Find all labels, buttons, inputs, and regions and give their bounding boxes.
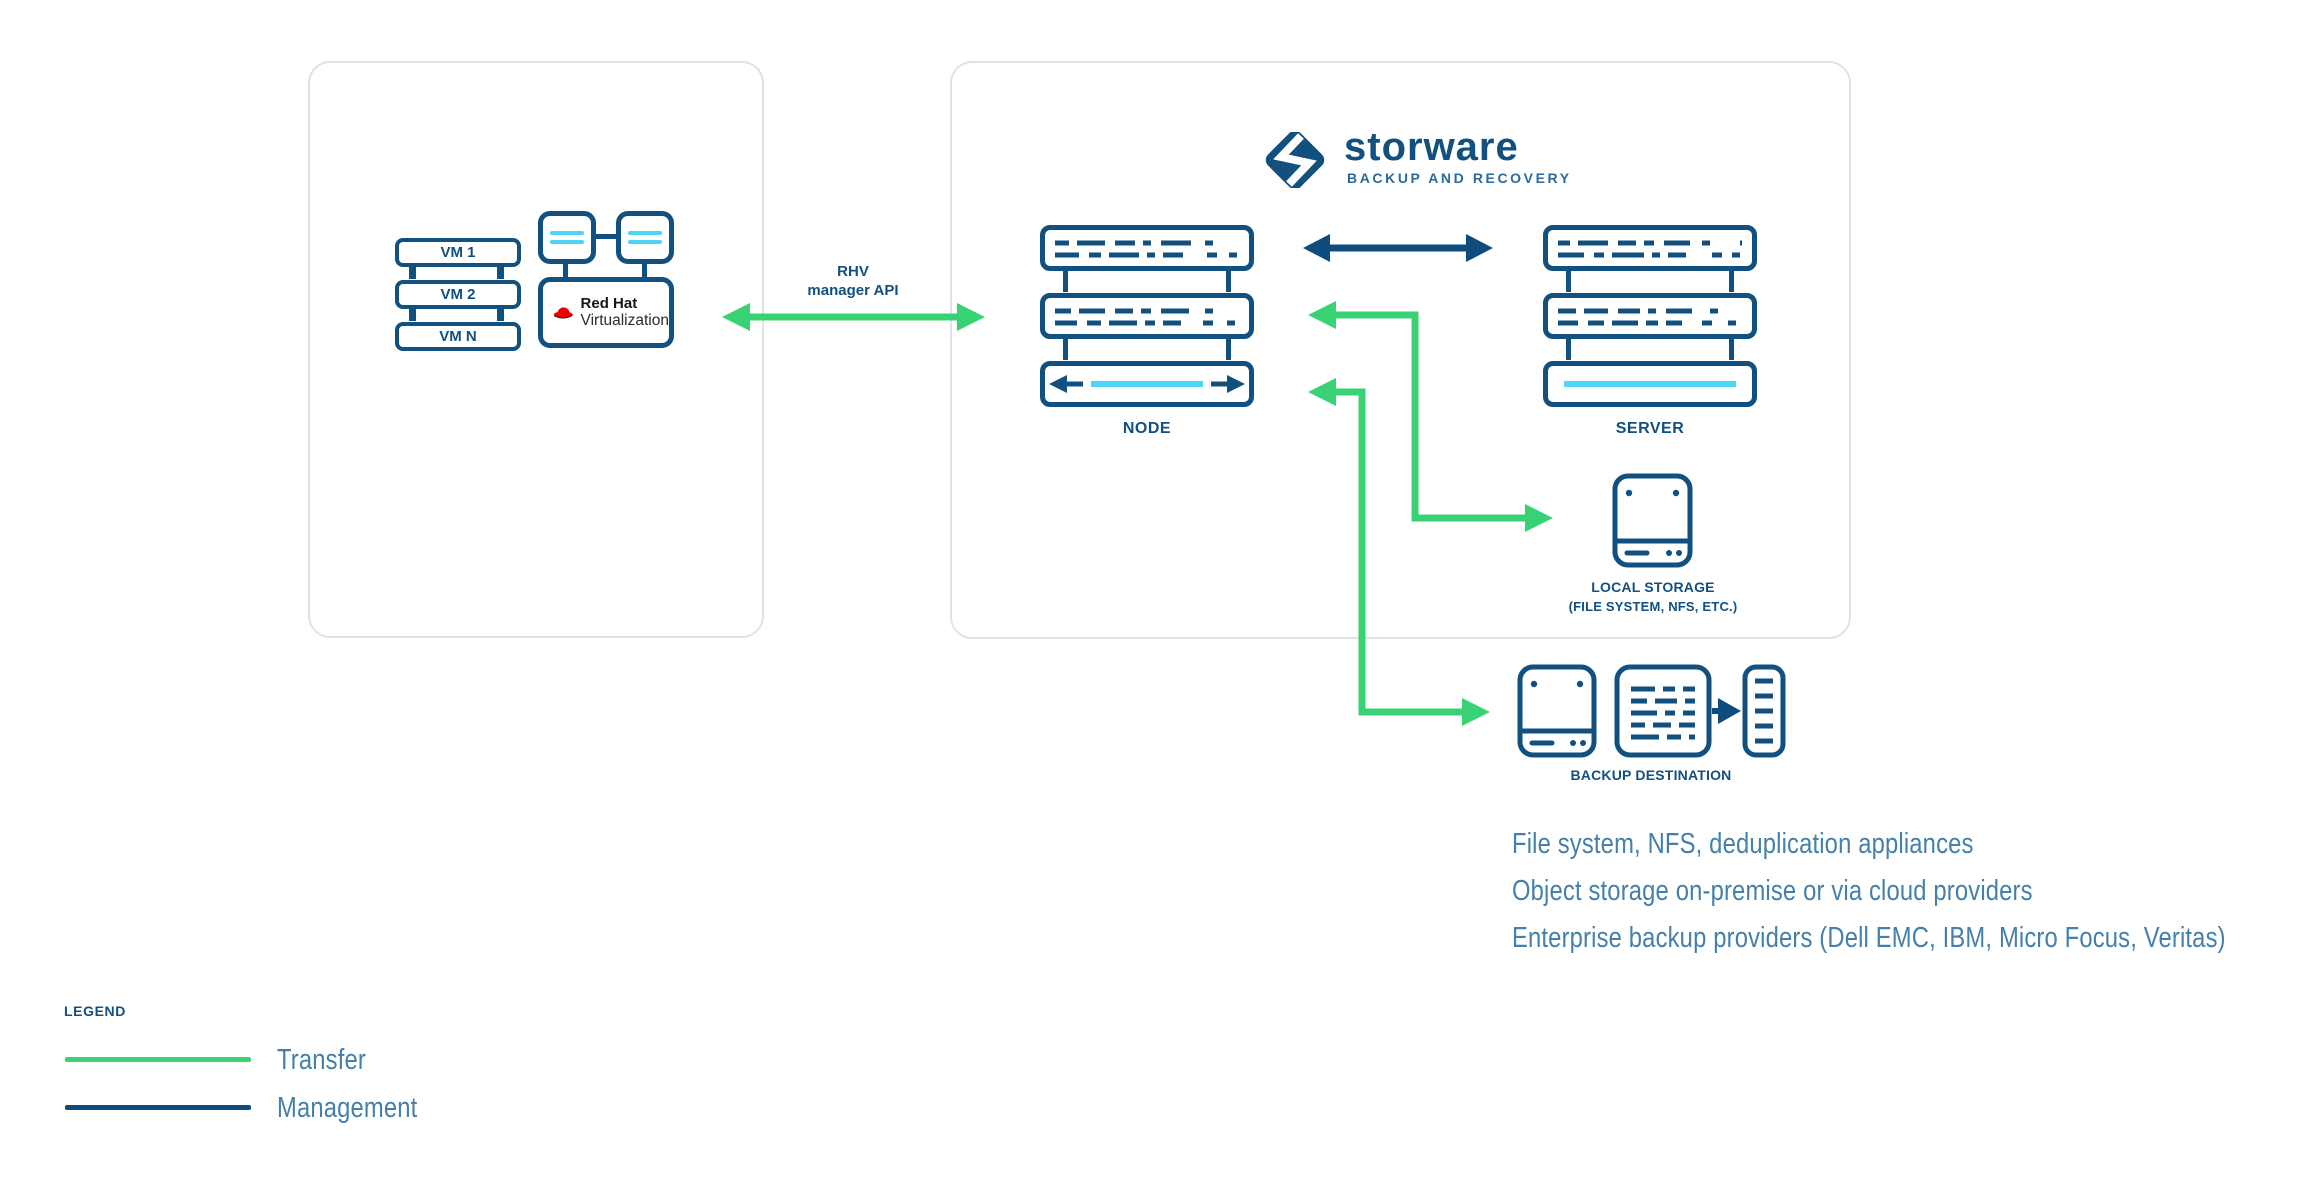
rhv-api-label-line1: RHV: [837, 263, 869, 280]
local-storage-label-line2: (FILE SYSTEM, NFS, ETC.): [1568, 599, 1738, 614]
server-activity-unit-icon: [1543, 361, 1757, 407]
vm-connector: [497, 306, 504, 321]
legend-management-label: Management: [277, 1092, 418, 1124]
storware-tagline: BACKUP AND RECOVERY: [1347, 170, 1572, 186]
storware-logo-icon: [1265, 132, 1325, 188]
legend-transfer-line: [65, 1057, 251, 1062]
vm-box-2: VM 2: [395, 280, 521, 309]
vm-connector: [409, 306, 416, 321]
server-unit-icon: [1543, 225, 1757, 271]
source-panel: [308, 61, 764, 638]
node-connector: [1226, 336, 1231, 360]
rhv-api-label-line2: manager API: [807, 282, 899, 299]
node-connector: [1063, 268, 1068, 292]
node-transfer-unit-icon: [1040, 361, 1254, 407]
legend-transfer-label: Transfer: [277, 1044, 366, 1076]
host-connector: [642, 262, 647, 278]
storware-wordmark: storware: [1344, 125, 1519, 169]
server-connector: [1729, 268, 1734, 292]
node-connector: [1226, 268, 1231, 292]
node-server-unit-icon: [1040, 293, 1254, 339]
dedup-appliance-icon: [1614, 664, 1712, 758]
legend-title: LEGEND: [64, 1003, 126, 1019]
local-storage-icon: [1612, 473, 1693, 568]
server-connector: [1566, 268, 1571, 292]
node-server-unit-icon: [1040, 225, 1254, 271]
flow-arrow-dedup-to-tape: [1712, 698, 1741, 724]
host-node-icon: [616, 211, 674, 264]
vm-box-1: VM 1: [395, 238, 521, 267]
description-line-2: Object storage on-premise or via cloud p…: [1512, 875, 2033, 907]
description-line-1: File system, NFS, deduplication applianc…: [1512, 828, 1974, 860]
redhat-virtualization-box: Red Hat Virtualization: [538, 277, 674, 348]
description-line-3: Enterprise backup providers (Dell EMC, I…: [1512, 922, 2226, 954]
tape-library-icon: [1742, 664, 1786, 758]
local-storage-label: LOCAL STORAGE (FILE SYSTEM, NFS, ETC.): [1528, 578, 1778, 616]
host-node-icon: [538, 211, 596, 264]
rhv-api-label: RHV manager API: [753, 262, 953, 300]
server-unit-icon: [1543, 293, 1757, 339]
legend-management-line: [65, 1105, 251, 1110]
host-connector: [563, 262, 568, 278]
host-connector: [594, 234, 618, 239]
vm-box-n: VM N: [395, 322, 521, 351]
vm-connector: [497, 264, 504, 279]
vm-connector: [409, 264, 416, 279]
server-connector: [1566, 336, 1571, 360]
redhat-fedora-icon: [553, 307, 573, 319]
local-storage-label-line1: LOCAL STORAGE: [1591, 579, 1715, 595]
backup-destination-label: BACKUP DESTINATION: [1570, 767, 1732, 783]
node-connector: [1063, 336, 1068, 360]
redhat-product: Virtualization: [580, 312, 669, 329]
node-label: NODE: [1122, 420, 1172, 437]
server-connector: [1729, 336, 1734, 360]
backup-storage-device-icon: [1517, 664, 1597, 758]
server-label: SERVER: [1615, 420, 1685, 437]
redhat-name: Red Hat: [580, 295, 638, 312]
